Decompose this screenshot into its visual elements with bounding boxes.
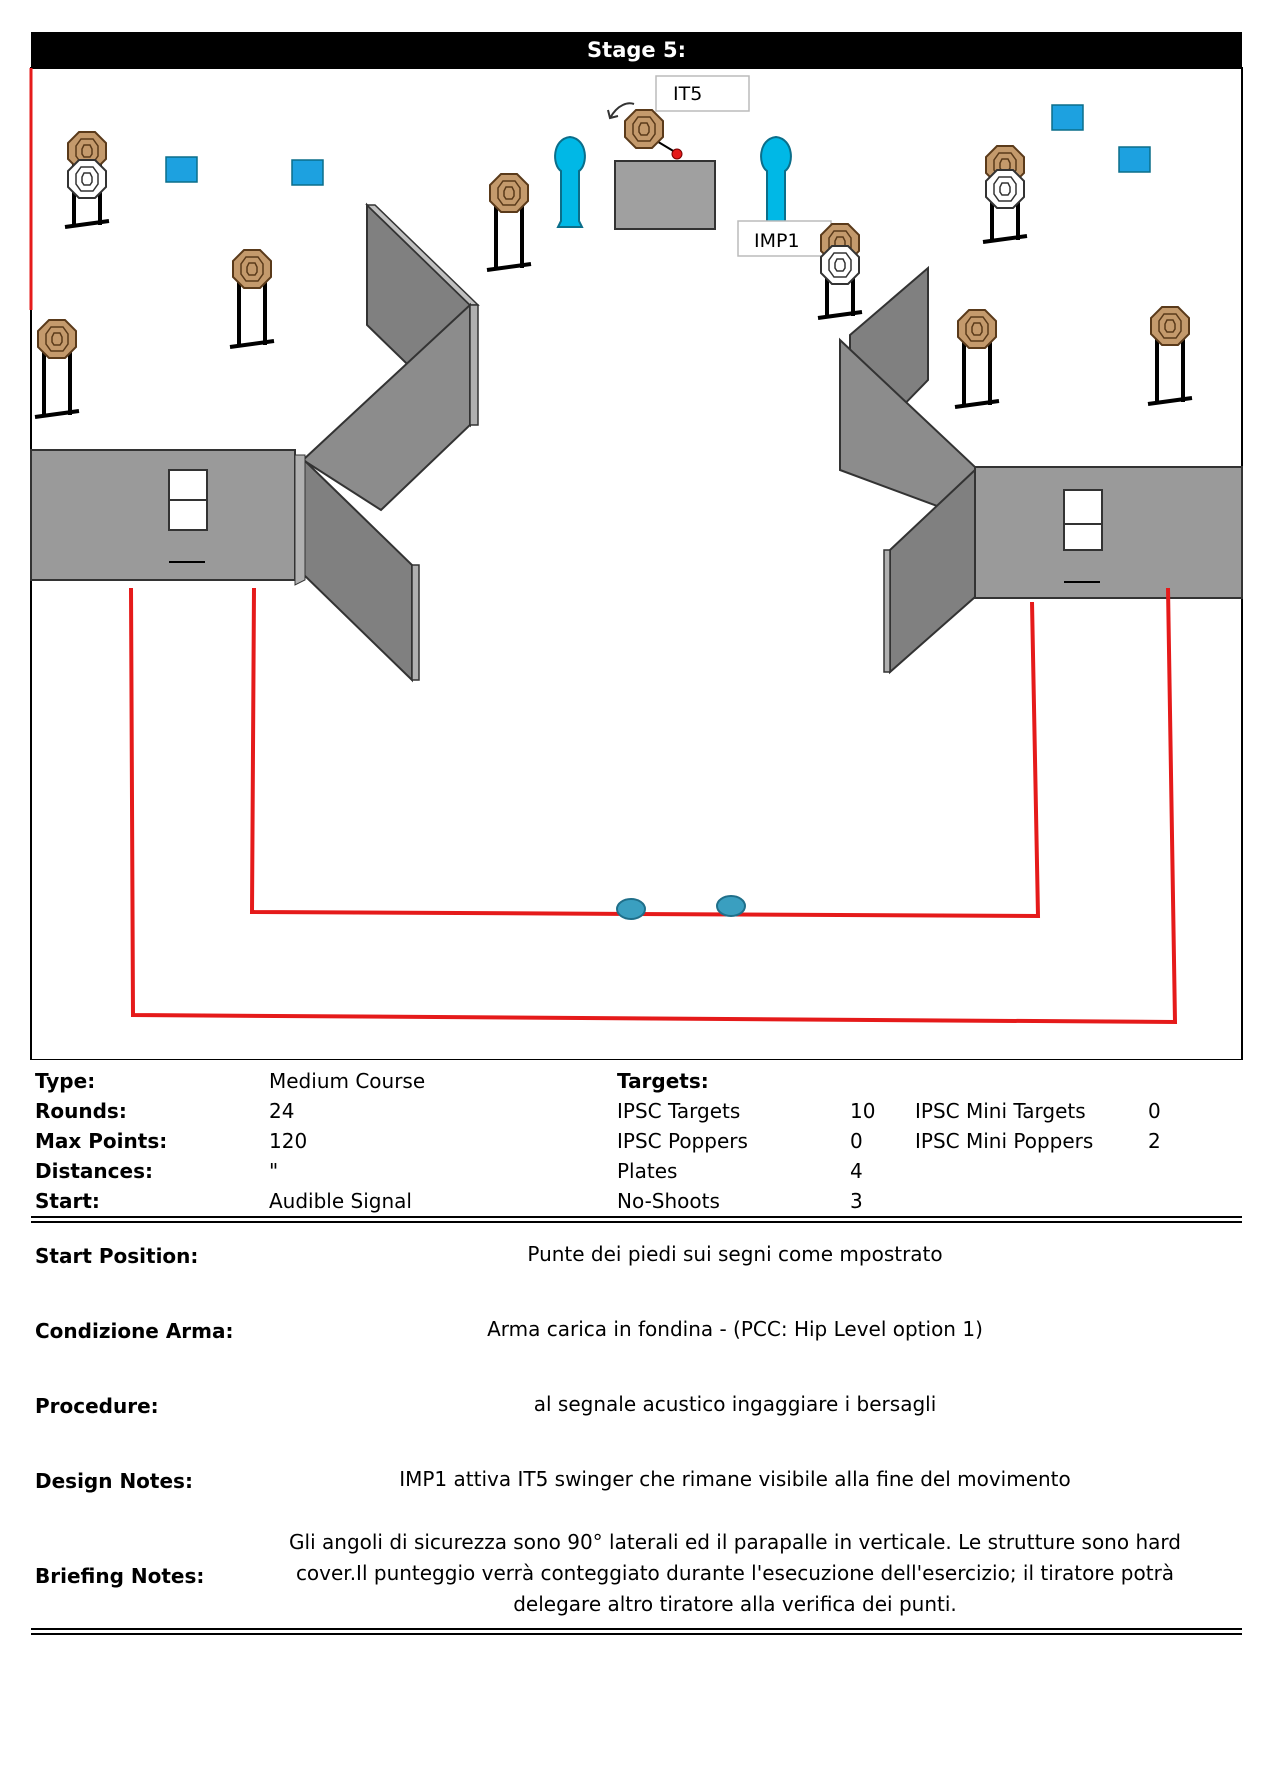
wall-right	[839, 265, 1243, 675]
plate-1	[165, 156, 198, 183]
type-value: Medium Course	[269, 1069, 426, 1093]
swinger-target-it5	[607, 102, 683, 160]
maxpoints-label: Max Points:	[35, 1129, 168, 1153]
target-imp1	[816, 223, 864, 320]
type-label: Type:	[35, 1069, 96, 1093]
procedure-value: al segnale acustico ingaggiare i bersagl…	[533, 1392, 937, 1416]
distances-value: "	[269, 1159, 279, 1183]
target-center-left	[485, 173, 533, 272]
spec-rule-top-left	[31, 1059, 611, 1060]
stage-diagram	[29, 67, 1243, 1060]
spec-rule-top-right	[846, 1059, 1242, 1060]
plate-2	[291, 159, 324, 186]
noshoots-label: No-Shoots	[617, 1189, 720, 1213]
target-left-2	[228, 249, 276, 349]
target-right-3	[1146, 306, 1194, 406]
condizione-value: Arma carica in fondina - (PCC: Hip Level…	[487, 1317, 983, 1341]
briefing-notes-line-1: Gli angoli di sicurezza sono 90° lateral…	[289, 1530, 1181, 1554]
condizione-label: Condizione Arma:	[35, 1319, 234, 1343]
fault-lines	[129, 587, 1178, 1025]
plate-4	[1118, 146, 1151, 173]
design-notes-value: IMP1 attiva IT5 swinger che rimane visib…	[399, 1467, 1071, 1491]
target-left-3	[33, 319, 81, 419]
mini-poppers-label: IPSC Mini Poppers	[915, 1129, 1094, 1153]
briefing-notes-line-3: delegare altro tiratore alla verifica de…	[513, 1592, 957, 1616]
distances-label: Distances:	[35, 1159, 153, 1183]
briefing-notes-line-2: cover.Il punteggio verrà conteggiato dur…	[295, 1561, 1175, 1585]
start-marker-left	[616, 898, 646, 920]
mini-targets-label: IPSC Mini Targets	[915, 1099, 1086, 1123]
label-box-it5	[655, 75, 750, 112]
spec-rule-double-1	[31, 1216, 1242, 1218]
label-imp1: IMP1	[754, 230, 800, 252]
plates-label: Plates	[617, 1159, 678, 1183]
ipsc-poppers-value: 0	[850, 1129, 863, 1153]
start-position-label: Start Position:	[35, 1244, 199, 1268]
briefing-notes-label: Briefing Notes:	[35, 1564, 205, 1588]
rounds-label: Rounds:	[35, 1099, 127, 1123]
plates-value: 4	[850, 1159, 863, 1183]
target-left-1	[63, 131, 111, 229]
target-right-2	[953, 309, 1001, 409]
design-notes-label: Design Notes:	[35, 1469, 193, 1493]
popper-left	[554, 136, 586, 228]
start-label: Start:	[35, 1189, 100, 1213]
ipsc-targets-label: IPSC Targets	[617, 1099, 741, 1123]
plate-3	[1051, 104, 1084, 131]
start-marker-right	[716, 895, 746, 917]
start-position-value: Punte dei piedi sui segni come mpostrato	[527, 1242, 943, 1266]
briefing-rule-double-2	[31, 1633, 1242, 1635]
briefing-notes-value: Gli angoli di sicurezza sono 90° lateral…	[250, 1527, 1220, 1620]
stage-title: Stage 5:	[31, 32, 1242, 68]
procedure-label: Procedure:	[35, 1394, 159, 1418]
mini-poppers-value: 2	[1148, 1129, 1161, 1153]
ipsc-targets-value: 10	[850, 1099, 876, 1123]
noshoots-value: 3	[850, 1189, 863, 1213]
swinger-base	[614, 160, 716, 230]
rounds-value: 24	[269, 1099, 295, 1123]
ipsc-poppers-label: IPSC Poppers	[617, 1129, 748, 1153]
popper-right	[760, 136, 792, 228]
wall-left	[30, 202, 480, 683]
mini-targets-value: 0	[1148, 1099, 1161, 1123]
targets-label: Targets:	[617, 1069, 709, 1093]
maxpoints-value: 120	[269, 1129, 308, 1153]
briefing-rule-double-1	[31, 1628, 1242, 1630]
spec-rule-double-2	[31, 1221, 1242, 1223]
start-value: Audible Signal	[269, 1189, 412, 1213]
target-right-1	[981, 145, 1029, 244]
label-it5: IT5	[673, 83, 703, 105]
